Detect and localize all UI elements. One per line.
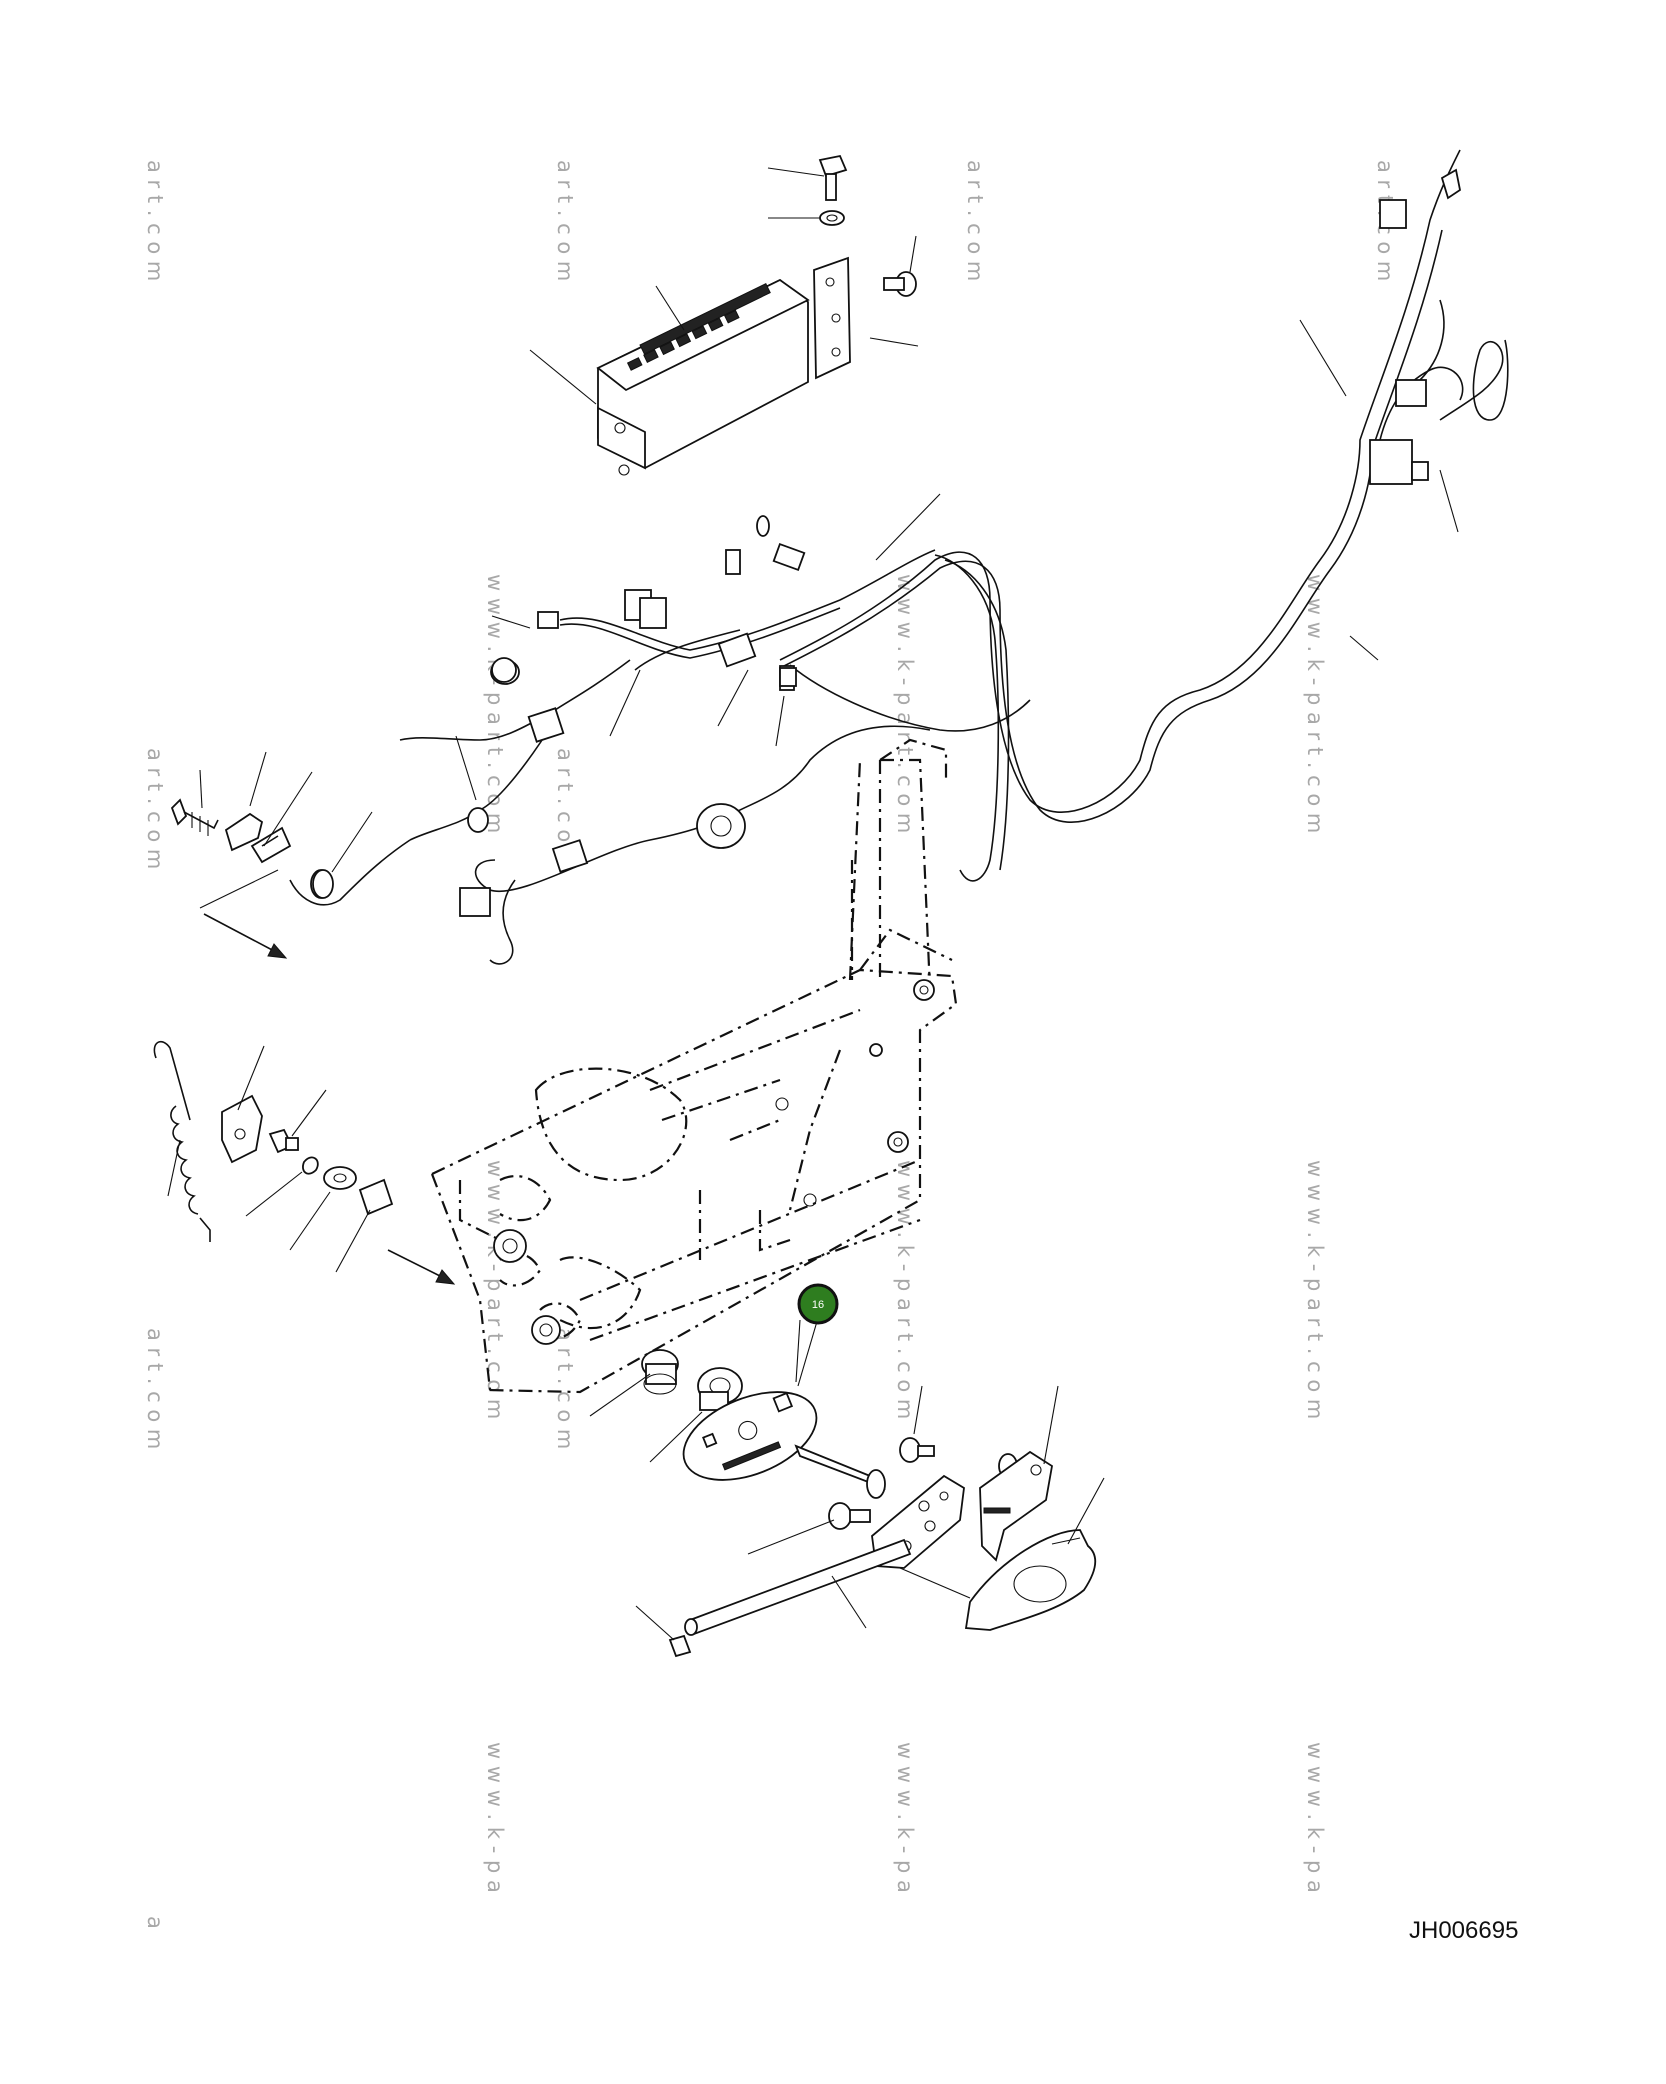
flange-bushing: [697, 1367, 743, 1411]
watermark-art-com: a r t . c o m: [143, 1328, 167, 1449]
bushing: [641, 1349, 679, 1395]
frame-bosses: [493, 979, 935, 1345]
watermark-art-com: a r t . c o m: [553, 1328, 577, 1449]
watermark-www-k-part-com: w w w . k - p a r t . c o m: [893, 1160, 917, 1419]
watermark-www-k-part-com: w w w . k - p a r t . c o m: [1303, 1160, 1327, 1419]
controller-unit: [596, 278, 810, 476]
callout-16-label[interactable]: 16: [812, 1299, 824, 1311]
top-washer: [819, 210, 845, 226]
watermark-art-com: a r t . c o m: [143, 160, 167, 281]
watermark-www-k-part-com: w w w . k - p a r t . c o m: [483, 1160, 507, 1419]
watermark-www-k-part-com: w w w . k - p a r t . c o m: [1303, 574, 1327, 833]
watermarks: a r t . c o m a r t . c o m a r t . c o …: [143, 160, 1397, 1929]
callout-16[interactable]: 16: [797, 1283, 839, 1387]
watermark-www-k-pa: w w w . k - p a: [893, 1742, 917, 1893]
spring-and-bracket: [153, 1040, 394, 1242]
shaft: [794, 1444, 886, 1499]
leader-lines: [167, 167, 1459, 1641]
top-bolt: [818, 154, 848, 201]
watermark-www-k-pa: w w w . k - p a: [1303, 1742, 1327, 1893]
pedal-cover: [964, 1529, 1097, 1631]
pedal-cam-plate: [682, 1391, 818, 1481]
watermark-www-k-part-com: w w w . k - p a r t . c o m: [483, 574, 507, 833]
watermark-a: a: [143, 1916, 167, 1929]
lower-lever: [979, 1450, 1053, 1562]
watermark-art-com: a r t . c o m: [553, 160, 577, 281]
callout-16-circle[interactable]: [797, 1283, 839, 1325]
mounting-bracket: [813, 256, 851, 380]
harness-connectors: [459, 168, 1462, 917]
direction-arrows: [203, 913, 456, 1285]
watermark-www-k-part-com: w w w . k - p a r t . c o m: [893, 574, 917, 833]
main-frame: [430, 738, 958, 1394]
side-bolt: [883, 271, 917, 297]
drawing-id: JH006695: [1409, 1917, 1518, 1944]
linkage-rod: [684, 1538, 912, 1636]
wiring-harness: [289, 149, 1509, 965]
watermark-art-com: a r t . c o m: [963, 160, 987, 281]
watermark-www-k-pa: w w w . k - p a: [483, 1742, 507, 1893]
left-hardware: [170, 798, 334, 899]
watermark-art-com: a r t . c o m: [143, 748, 167, 869]
